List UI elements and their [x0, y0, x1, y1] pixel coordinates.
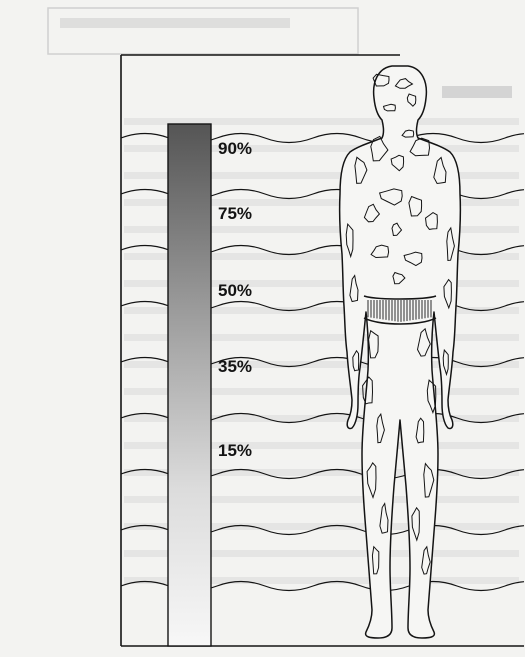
gradient-column	[168, 124, 211, 646]
scale-label-75: 75%	[218, 204, 252, 223]
scale-label-35: 35%	[218, 357, 252, 376]
scale-label-90: 90%	[218, 139, 252, 158]
scale-label-50: 50%	[218, 281, 252, 300]
scale-label-15: 15%	[218, 441, 252, 460]
